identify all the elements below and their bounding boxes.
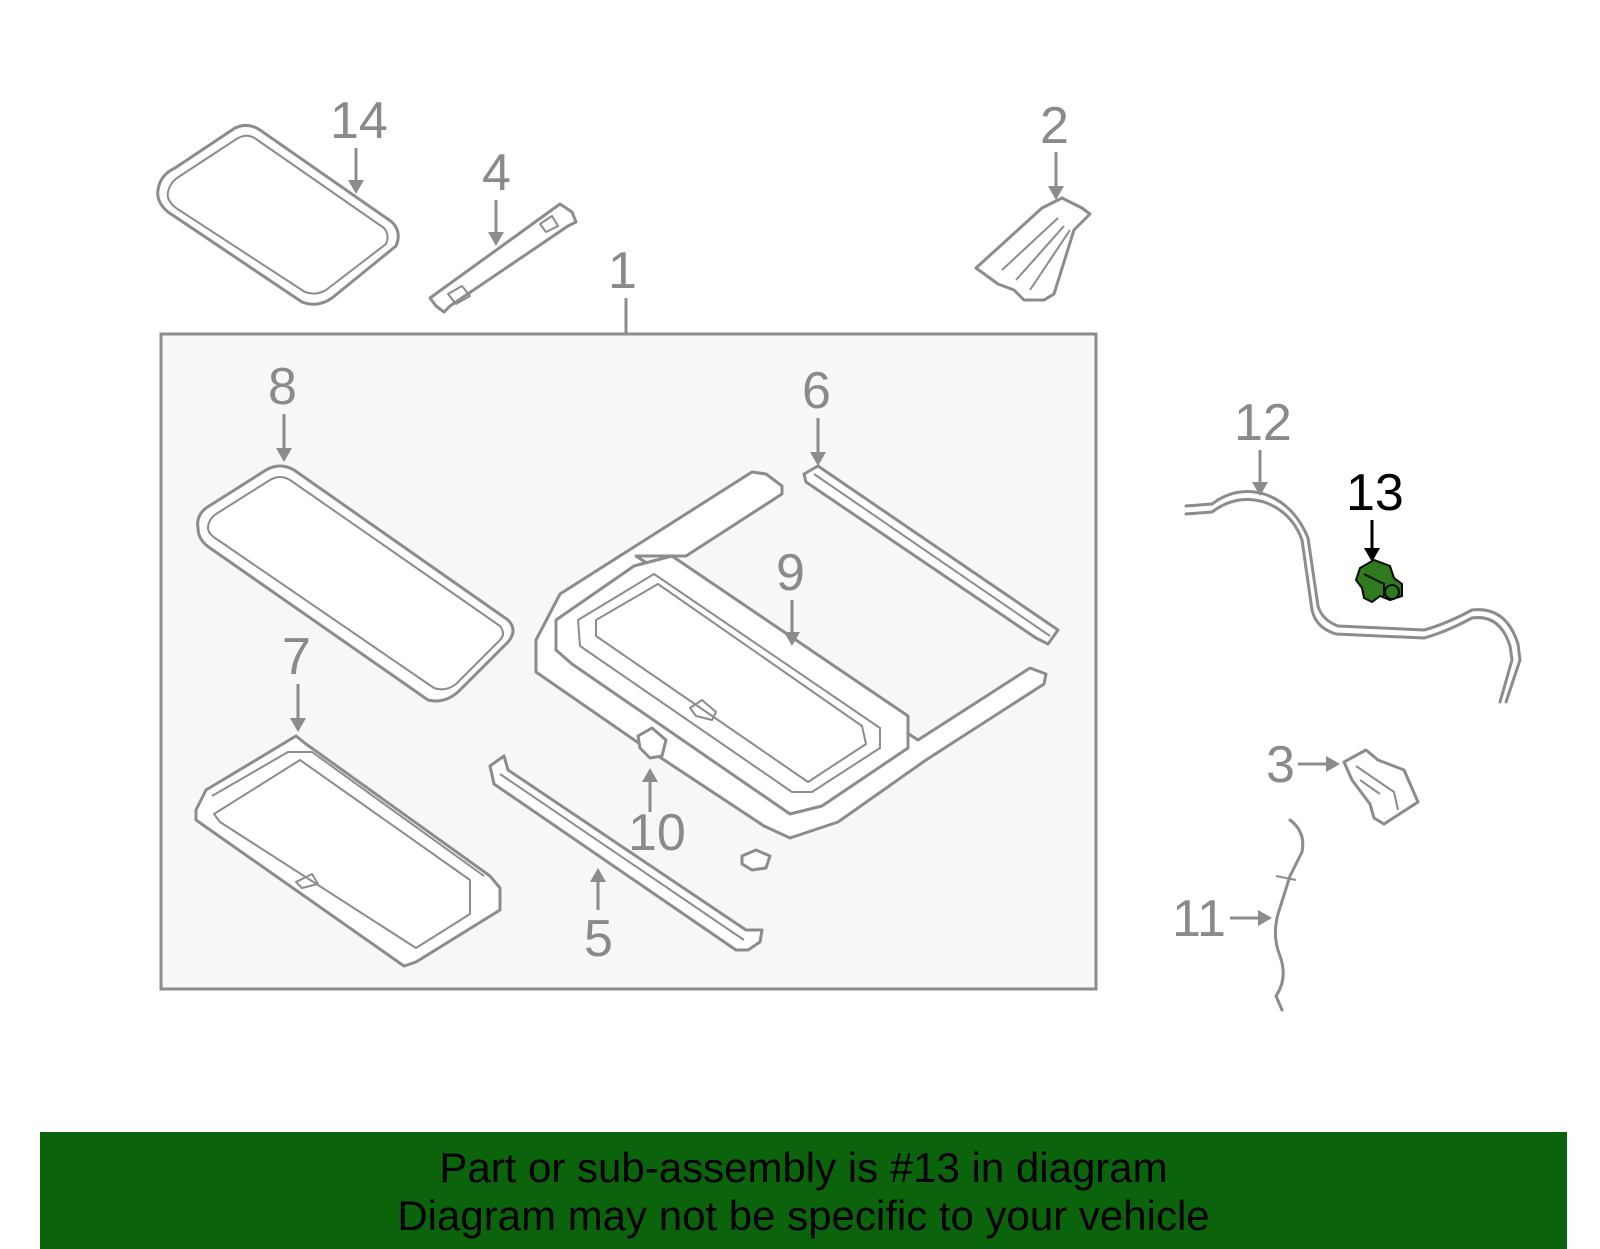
- callout-5: 5: [584, 910, 613, 968]
- callout-10: 10: [628, 804, 686, 862]
- callout-11: 11: [1172, 890, 1226, 948]
- callout-12-arrow: [1252, 482, 1268, 496]
- callout-9: 9: [776, 544, 805, 602]
- callout-1: 1: [608, 242, 637, 300]
- callout-8: 8: [268, 358, 297, 416]
- callout-2-arrow: [1048, 186, 1064, 200]
- part-13-clip-highlighted[interactable]: [1354, 558, 1403, 604]
- callout-12: 12: [1234, 394, 1292, 452]
- callout-14-arrow: [348, 180, 364, 194]
- footer-disclaimer: Diagram may not be specific to your vehi…: [397, 1192, 1210, 1239]
- callout-13: 13: [1346, 464, 1404, 522]
- part-3-bracket[interactable]: [1342, 748, 1420, 826]
- callout-8-arrow: [276, 448, 292, 462]
- callout-7: 7: [282, 628, 311, 686]
- callout-5-arrow: [590, 868, 606, 882]
- callout-2: 2: [1040, 97, 1069, 155]
- callout-7-arrow: [290, 718, 306, 732]
- callout-10-arrow: [642, 768, 658, 782]
- part-5-strip[interactable]: [488, 754, 764, 952]
- callout-11-arrow: [1258, 910, 1272, 926]
- callout-4: 4: [482, 144, 511, 202]
- callout-3: 3: [1266, 736, 1295, 794]
- part-14-glass[interactable]: [156, 123, 400, 306]
- callout-9-arrow: [784, 632, 800, 646]
- part-11-hose[interactable]: [1273, 818, 1305, 1012]
- part-10-clip[interactable]: [636, 726, 772, 872]
- callout-6: 6: [802, 362, 831, 420]
- part-4-bracket[interactable]: [428, 202, 578, 314]
- part-12-drain-hose[interactable]: [1184, 490, 1522, 704]
- part-8-glass-panel[interactable]: [196, 464, 515, 703]
- callout-6-arrow: [810, 452, 826, 466]
- part-7-sunshade[interactable]: [194, 734, 502, 968]
- part-2-bracket[interactable]: [974, 196, 1092, 302]
- footer-part-note: Part or sub-assembly is #13 in diagram: [439, 1144, 1168, 1191]
- callout-4-arrow: [488, 232, 504, 246]
- callout-13-arrow: [1364, 548, 1380, 562]
- footer-banner: Part or sub-assembly is #13 in diagram D…: [40, 1132, 1567, 1249]
- callout-3-arrow: [1326, 756, 1340, 772]
- callout-14: 14: [330, 92, 388, 150]
